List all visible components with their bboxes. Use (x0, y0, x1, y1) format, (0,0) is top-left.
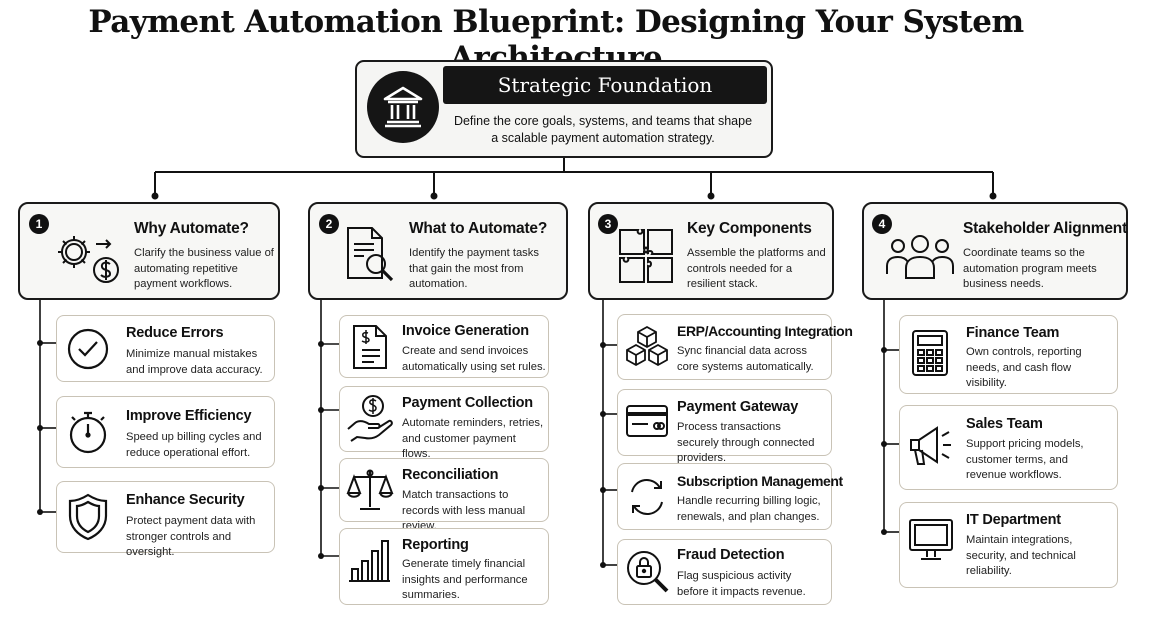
item-description: Create and send invoices automatically u… (402, 345, 546, 373)
item-card-reconciliation: Reconciliation Match transactions to rec… (339, 458, 549, 532)
column-description: Identify the payment tasks that gain the… (409, 247, 539, 290)
step-number-badge: 4 (872, 214, 892, 234)
checkmark-circle-icon (65, 326, 111, 372)
strategic-foundation-card: Strategic Foundation Define the core goa… (355, 60, 773, 158)
column-title: What to Automate? (409, 220, 548, 237)
scales-icon (346, 465, 394, 515)
item-card-improve-efficiency: Improve Efficiency Speed up billing cycl… (56, 396, 275, 468)
refresh-icon (624, 474, 670, 520)
column-3-header: 3 Key Components Assemble the platforms … (588, 202, 834, 300)
item-description: Flag suspicious activity before it impac… (677, 570, 806, 598)
column-1-header: 1 Why Automate? Clarify the business val… (18, 202, 280, 300)
item-card-subscription-management: Subscription Management Handle recurring… (617, 463, 843, 530)
item-title: IT Department (966, 512, 1061, 528)
item-title: Payment Gateway (677, 399, 799, 415)
column-title: Key Components (687, 220, 812, 237)
item-title: Subscription Management (677, 473, 843, 489)
column-title: Why Automate? (134, 220, 249, 237)
credit-card-icon (624, 402, 670, 442)
item-description: Speed up billing cycles and reduce opera… (126, 431, 262, 459)
item-title: Improve Efficiency (126, 408, 252, 424)
foundation-title: Strategic Foundation (497, 73, 713, 97)
item-title: Invoice Generation (402, 323, 529, 339)
foundation-title-bar: Strategic Foundation (443, 66, 767, 104)
item-description: Maintain integrations, security, and tec… (966, 534, 1076, 577)
item-card-payment-collection: Payment Collection Automate reminders, r… (339, 386, 549, 460)
hand-coin-icon (345, 393, 395, 445)
bank-icon (367, 71, 439, 143)
item-card-reduce-errors: Reduce Errors Minimize manual mistakes a… (56, 315, 275, 382)
item-description: Handle recurring billing logic, renewals… (677, 495, 821, 523)
item-description: Sync financial data across core systems … (677, 345, 814, 373)
item-title: Reduce Errors (126, 325, 224, 341)
item-title: ERP/Accounting Integration (677, 323, 853, 339)
column-description: Clarify the business value of automating… (134, 247, 274, 290)
shield-icon (66, 491, 110, 543)
item-card-sales-team: Sales Team Support pricing models, custo… (899, 405, 1118, 490)
item-card-finance-team: Finance Team Own controls, reporting nee… (899, 315, 1118, 394)
gears-dollar-icon (48, 226, 124, 286)
lock-search-icon (624, 546, 672, 596)
item-card-payment-gateway: Payment Gateway Process transactions sec… (617, 389, 832, 464)
column-4-header: 4 Stakeholder Alignment Coordinate teams… (862, 202, 1128, 300)
team-icon (884, 232, 956, 282)
calculator-icon (910, 328, 950, 378)
item-title: Reporting (402, 537, 469, 553)
column-description: Assemble the platforms and controls need… (687, 247, 826, 290)
cubes-icon (624, 323, 670, 371)
item-card-invoice-generation: Invoice Generation Create and send invoi… (339, 315, 549, 378)
step-number-badge: 2 (319, 214, 339, 234)
item-description: Own controls, reporting needs, and cash … (966, 346, 1082, 389)
megaphone-icon (905, 422, 955, 472)
bar-chart-icon (346, 537, 392, 585)
item-title: Payment Collection (402, 395, 533, 411)
item-description: Automate reminders, retries, and custome… (402, 417, 544, 460)
item-description: Protect payment data with stronger contr… (126, 515, 256, 558)
item-title: Finance Team (966, 325, 1060, 341)
step-number-badge: 3 (598, 214, 618, 234)
item-card-it-department: IT Department Maintain integrations, sec… (899, 502, 1118, 588)
item-title: Fraud Detection (677, 547, 785, 563)
column-2-header: 2 What to Automate? Identify the payment… (308, 202, 568, 300)
item-title: Enhance Security (126, 492, 245, 508)
item-card-reporting: Reporting Generate timely financial insi… (339, 528, 549, 605)
item-title: Sales Team (966, 416, 1043, 432)
invoice-icon (350, 322, 390, 372)
item-card-erp-accounting-integration: ERP/Accounting Integration Sync financia… (617, 314, 853, 380)
item-title: Reconciliation (402, 467, 499, 483)
column-title: Stakeholder Alignment (963, 220, 1128, 237)
stopwatch-icon (65, 407, 111, 457)
page-title: Payment Automation Blueprint: Designing … (88, 4, 1024, 76)
puzzle-icon (616, 226, 676, 286)
item-description: Generate timely financial insights and p… (402, 558, 528, 601)
column-description: Coordinate teams so the automation progr… (963, 247, 1097, 290)
item-description: Support pricing models, customer terms, … (966, 438, 1084, 481)
foundation-description: Define the core goals, systems, and team… (453, 114, 753, 145)
document-search-icon (344, 224, 398, 286)
item-description: Minimize manual mistakes and improve dat… (126, 348, 263, 376)
step-number-badge: 1 (29, 214, 49, 234)
item-card-fraud-detection: Fraud Detection Flag suspicious activity… (617, 539, 832, 605)
monitor-icon (907, 517, 955, 565)
item-card-enhance-security: Enhance Security Protect payment data wi… (56, 481, 275, 558)
item-description: Process transactions securely through co… (677, 421, 815, 464)
